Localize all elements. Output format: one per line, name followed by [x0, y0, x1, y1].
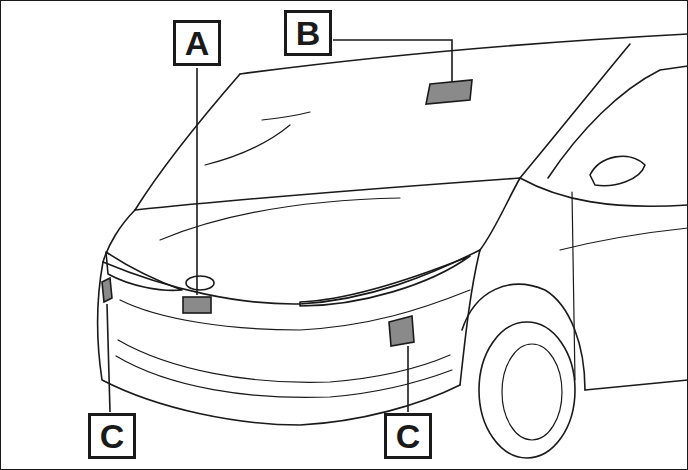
leader-line [407, 346, 409, 412]
leader-line [107, 304, 110, 412]
leader-line [196, 68, 198, 295]
callout-box: C [384, 413, 432, 459]
leader-line [333, 40, 452, 82]
callout-box: B [284, 10, 332, 56]
callout-box: C [88, 413, 136, 459]
callout-letter: C [396, 419, 421, 453]
callout-letter: C [100, 419, 125, 453]
callout-box: A [173, 20, 221, 66]
callout-letter: B [296, 16, 321, 50]
callout-letter: A [185, 26, 210, 60]
